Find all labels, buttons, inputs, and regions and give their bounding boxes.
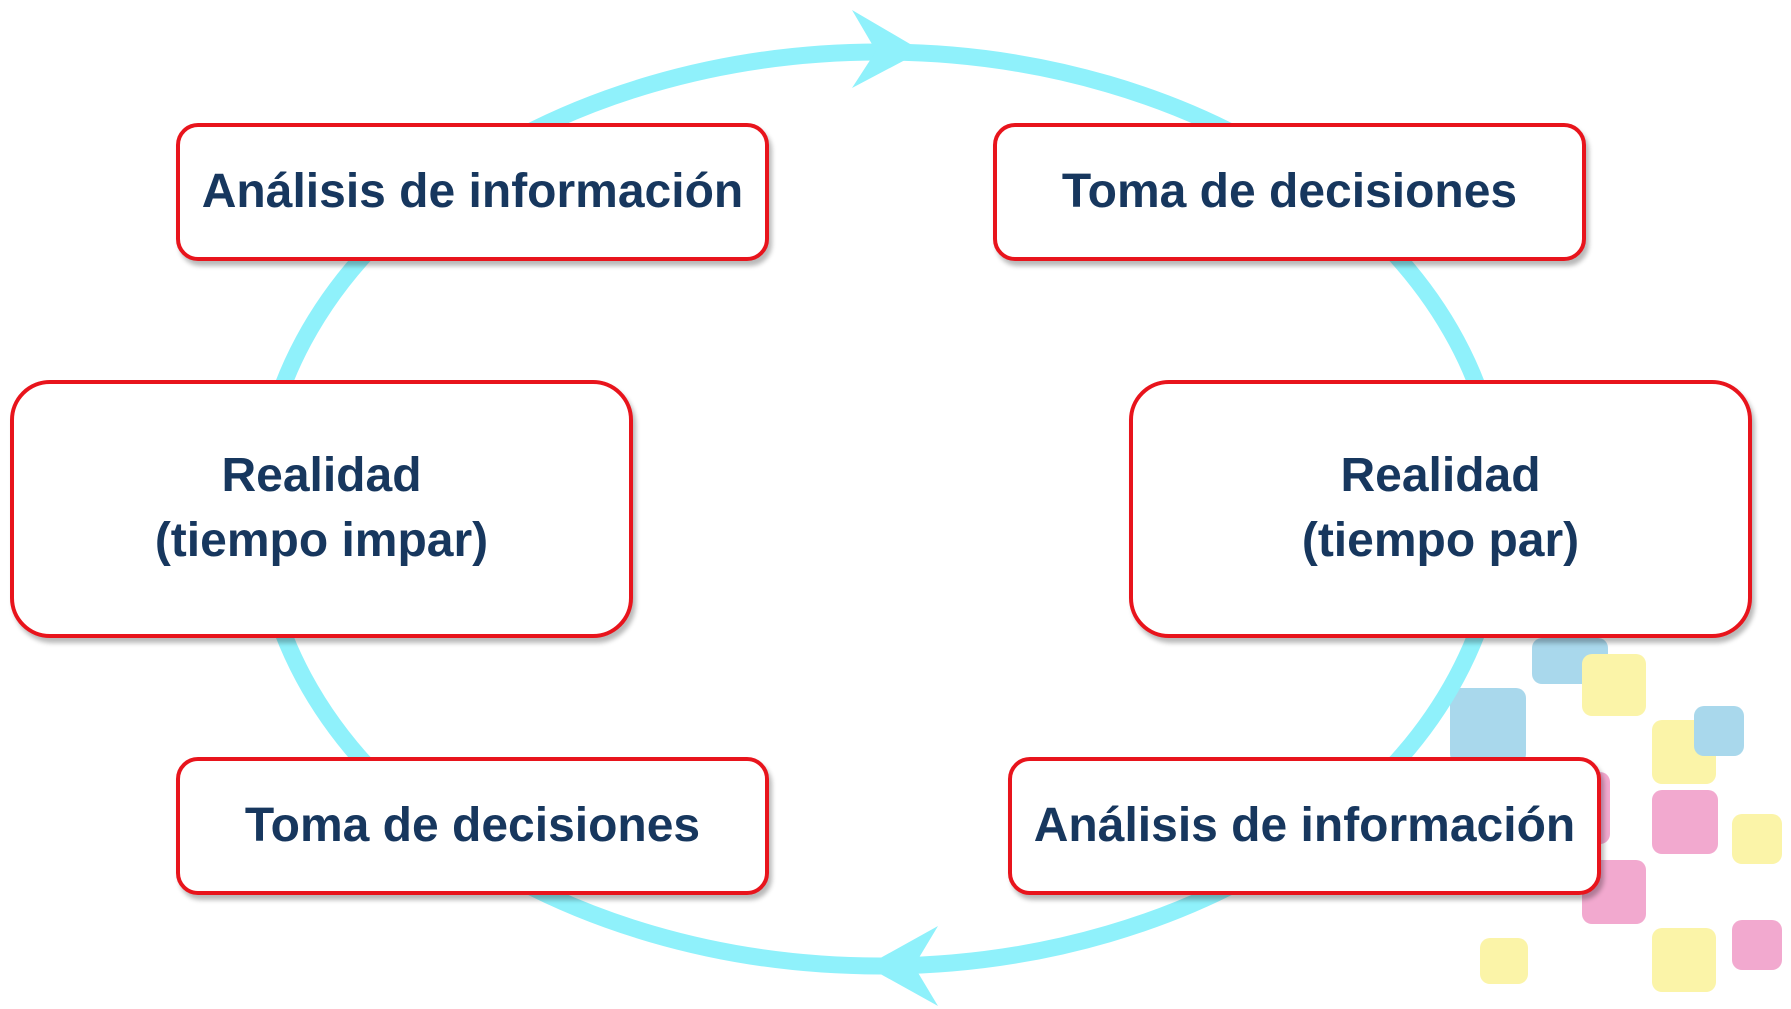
box-analisis-top-left: Análisis de información bbox=[176, 123, 769, 261]
box-toma-bottom-left: Toma de decisiones bbox=[176, 757, 769, 895]
box-toma-top-right: Toma de decisiones bbox=[993, 123, 1586, 261]
deco-square-blue bbox=[1694, 706, 1744, 756]
deco-square-pink bbox=[1732, 920, 1782, 970]
box-label-line2: (tiempo impar) bbox=[154, 514, 489, 567]
box-label-line2: (tiempo par) bbox=[1301, 514, 1580, 567]
box-label-line1: Realidad bbox=[1340, 449, 1541, 503]
box-analisis-bottom-right: Análisis de información bbox=[1008, 757, 1601, 895]
arrowhead-bottom-icon bbox=[866, 926, 938, 1006]
box-label-line1: Realidad bbox=[221, 449, 422, 503]
deco-square-yellow bbox=[1480, 938, 1528, 984]
deco-square-pink bbox=[1652, 790, 1718, 854]
box-label: Análisis de información bbox=[1033, 798, 1576, 852]
box-realidad-impar: Realidad (tiempo impar) bbox=[10, 380, 633, 638]
box-label: Análisis de información bbox=[201, 164, 744, 218]
arrowhead-top-icon bbox=[852, 10, 922, 88]
box-label: Toma de decisiones bbox=[1061, 164, 1518, 218]
deco-square-yellow bbox=[1582, 654, 1646, 716]
box-realidad-par: Realidad (tiempo par) bbox=[1129, 380, 1752, 638]
deco-square-blue bbox=[1450, 688, 1526, 764]
deco-square-yellow bbox=[1732, 814, 1782, 864]
box-label: Toma de decisiones bbox=[244, 798, 701, 852]
deco-square-yellow bbox=[1652, 928, 1716, 992]
